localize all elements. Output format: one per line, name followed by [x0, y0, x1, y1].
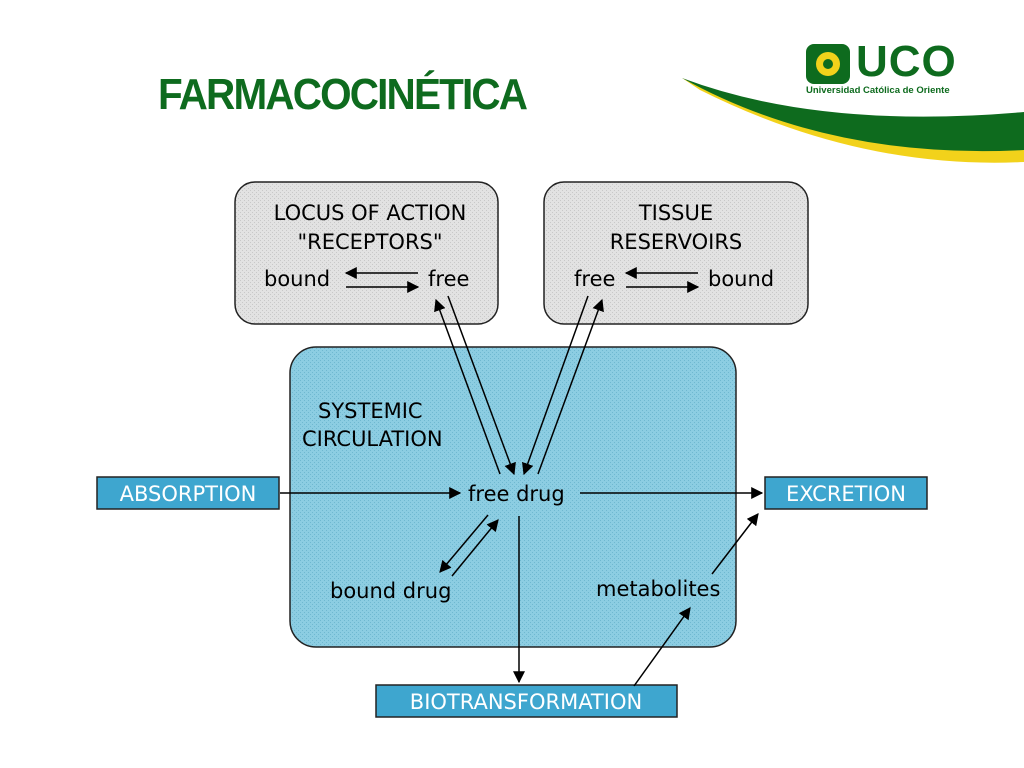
locus-of-action-box	[234, 181, 499, 325]
locus-free-label: free	[428, 267, 469, 291]
biotransformation-box	[375, 684, 678, 718]
locus-subtitle: "RECEPTORS"	[297, 230, 442, 254]
locus-title: LOCUS OF ACTION	[274, 201, 467, 225]
slide-title: FARMACOCINÉTICA	[158, 70, 528, 119]
logo-subtitle: Universidad Católica de Oriente	[806, 85, 950, 96]
bound-drug-label: bound drug	[330, 579, 451, 603]
biotransformation-metabolites-arrow	[633, 607, 691, 687]
logo-emblem	[806, 44, 850, 84]
metabolites-label: metabolites	[596, 577, 720, 601]
excretion-box	[764, 476, 928, 510]
tissue-title: TISSUE	[638, 201, 713, 225]
excretion-label: EXCRETION	[786, 482, 906, 506]
logo-brand: UCO	[856, 37, 957, 86]
free-to-tissue-arrow	[537, 298, 604, 475]
locus-bound-label: bound	[264, 267, 330, 291]
free-to-bound-arrow	[439, 514, 489, 573]
tissue-free-label: free	[574, 267, 615, 291]
free-drug-label: free drug	[468, 482, 565, 506]
systemic-circulation-box	[289, 346, 737, 648]
systemic-subtitle: CIRCULATION	[302, 427, 443, 451]
metabolites-excretion-arrow	[711, 513, 759, 575]
absorption-box	[96, 476, 280, 510]
tissue-subtitle: RESERVOIRS	[610, 230, 743, 254]
free-to-locus-arrow	[434, 298, 501, 475]
tissue-bound-label: bound	[708, 267, 774, 291]
locus-to-free-arrow	[447, 295, 516, 476]
biotransformation-label: BIOTRANSFORMATION	[410, 690, 642, 714]
absorption-label: ABSORPTION	[120, 482, 257, 506]
systemic-title: SYSTEMIC	[318, 399, 423, 423]
bound-to-free-arrow	[451, 519, 499, 577]
tissue-to-free-arrow	[522, 295, 589, 476]
tissue-reservoirs-box	[543, 181, 809, 325]
